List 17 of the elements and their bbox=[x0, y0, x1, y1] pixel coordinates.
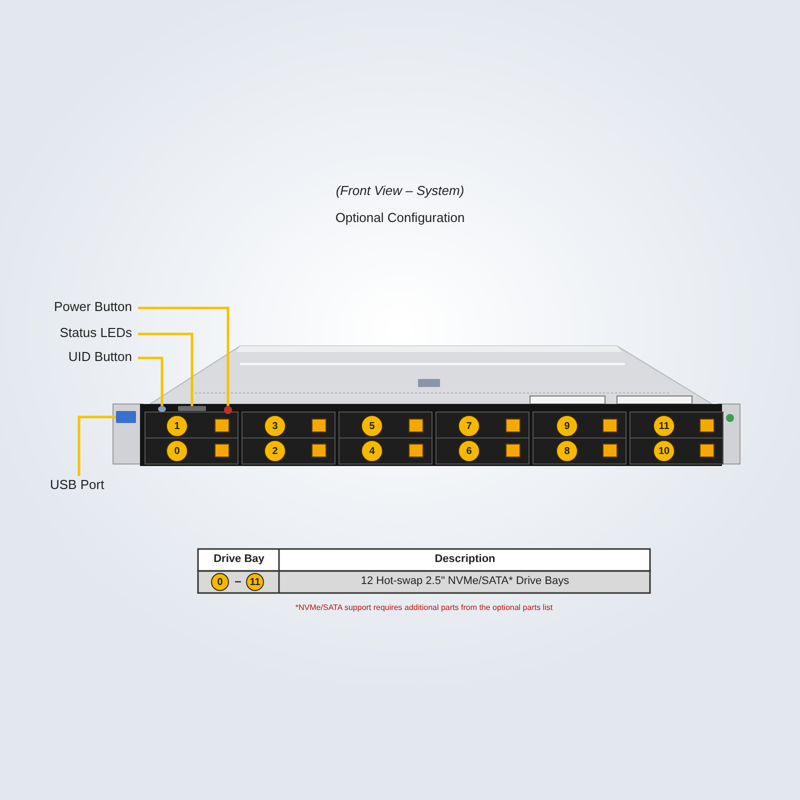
callout-label: Status LEDs bbox=[40, 325, 132, 343]
table-header: Drive Bay bbox=[214, 553, 264, 565]
callout-label: USB Port bbox=[50, 477, 110, 495]
callout-label: Power Button bbox=[40, 299, 132, 317]
callout-label: UID Button bbox=[40, 349, 132, 367]
table-header: Description bbox=[434, 553, 496, 565]
leader-line bbox=[138, 306, 230, 406]
usb-port-icon bbox=[116, 411, 136, 423]
leader-line bbox=[138, 356, 164, 406]
range-dash: – bbox=[234, 574, 242, 588]
leader-line bbox=[78, 416, 116, 476]
footnote: *NVMe/SATA support requires additional parts from the optional parts list bbox=[295, 603, 553, 612]
view-title: (Front View – System) bbox=[336, 183, 464, 198]
configuration-note: Optional Configuration bbox=[335, 210, 465, 225]
status-led-strip bbox=[178, 406, 206, 411]
table-cell: 12 Hot-swap 2.5" NVMe/SATA* Drive Bays bbox=[360, 575, 570, 587]
leader-line bbox=[138, 332, 194, 406]
